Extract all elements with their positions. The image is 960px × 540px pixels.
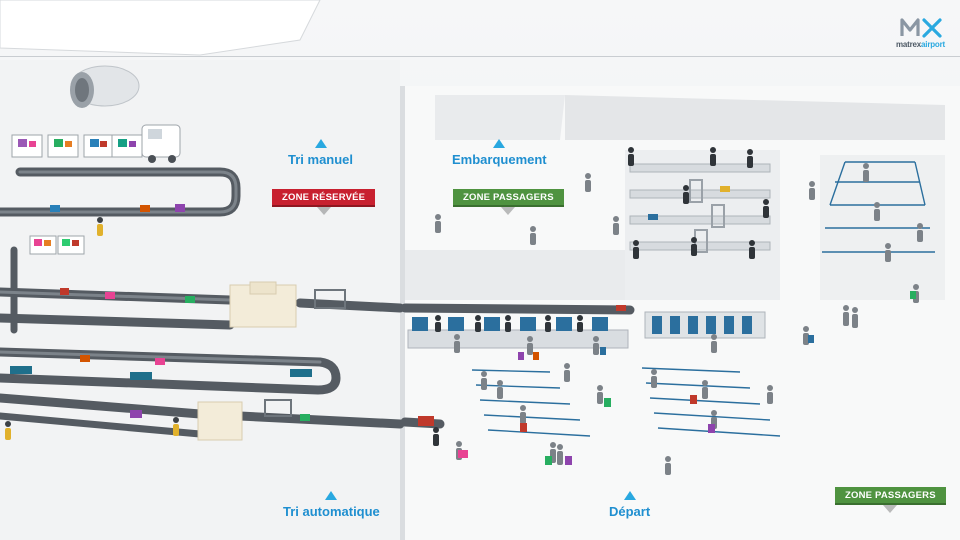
nav-depart[interactable]: Départ — [609, 491, 650, 519]
up-triangle-icon — [493, 139, 506, 148]
header-divider — [0, 56, 960, 57]
logo-wordmark: matrexairport — [896, 40, 952, 49]
back-wall — [565, 95, 945, 140]
xray-machines — [197, 281, 346, 441]
luggage-carts — [29, 235, 85, 255]
zone-reservee-badge: ZONE RÉSERVÉE — [272, 189, 376, 215]
queue-barrier-icon — [471, 161, 935, 437]
security-lanes — [629, 163, 771, 253]
up-triangle-icon — [623, 491, 636, 500]
bags-on-belts — [10, 204, 626, 426]
matrex-logo[interactable]: mx matrexairport — [896, 16, 952, 50]
staff-figures — [433, 147, 769, 446]
zone-passagers-badge-top: ZONE PASSAGERS — [453, 189, 564, 215]
logo-wordmark-prefix: matrex — [896, 40, 922, 49]
zone-passagers-badge-bottom: ZONE PASSAGERS — [835, 487, 946, 513]
nav-tri-automatique[interactable]: Tri automatique — [283, 491, 380, 519]
up-triangle-icon — [325, 491, 338, 500]
zone-divider-wall — [400, 86, 405, 540]
wall-block — [435, 95, 565, 140]
conveyor-belt-icon — [0, 167, 635, 438]
corridor-block — [405, 250, 625, 300]
nav-tri-automatique-label: Tri automatique — [283, 504, 380, 519]
luggage-items — [458, 291, 916, 465]
logo-wordmark-suffix: airport — [921, 40, 945, 49]
passenger-figure-icon — [5, 163, 923, 475]
baggage-tug-icon — [11, 124, 181, 163]
nav-tri-manuel-label: Tri manuel — [288, 152, 354, 167]
security-platform — [625, 150, 780, 300]
nav-tri-manuel[interactable]: Tri manuel — [288, 139, 353, 167]
nav-embarquement-label: Embarquement — [452, 152, 547, 167]
nav-depart-label: Départ — [609, 504, 651, 519]
check-in-kiosk-icon — [407, 311, 766, 349]
airplane-engine-icon — [0, 0, 321, 108]
mx-logo-icon: mx — [900, 18, 942, 38]
nav-embarquement[interactable]: Embarquement — [452, 139, 547, 167]
up-triangle-icon — [314, 139, 327, 148]
